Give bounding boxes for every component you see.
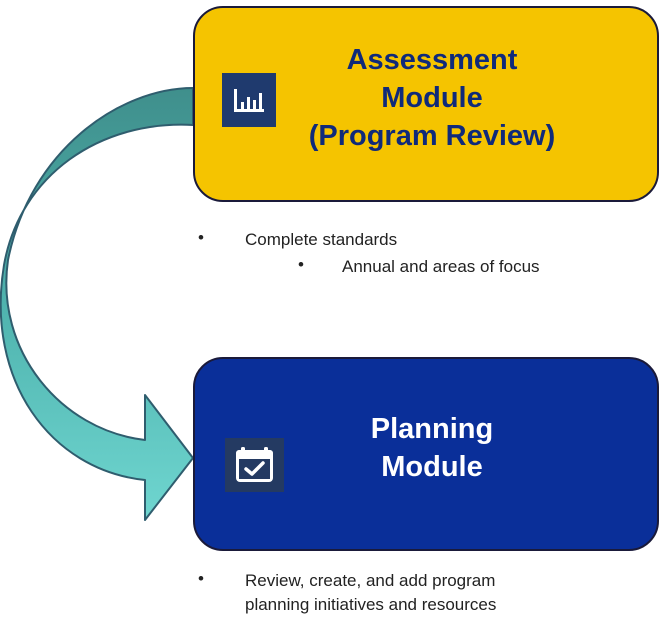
note-complete-standards: Complete standards bbox=[245, 230, 398, 249]
bullet-dot: • bbox=[198, 569, 204, 588]
assessment-title-line3: (Program Review) bbox=[308, 120, 556, 152]
bullet-dot: • bbox=[198, 228, 204, 247]
note-review-line1: Review, create, and add program bbox=[245, 571, 496, 590]
planning-title-line2: Module bbox=[381, 451, 483, 483]
assessment-module-title: Assessment Module (Program Review) bbox=[268, 41, 596, 155]
note-review-line2: planning initiatives and resources bbox=[245, 595, 497, 614]
bullet-dot: • bbox=[298, 255, 304, 274]
planning-title-line1: Planning bbox=[370, 413, 494, 445]
calendar-check-icon bbox=[225, 438, 284, 492]
planning-module-title: Planning Module bbox=[320, 410, 544, 486]
assessment-title-line2: Module bbox=[381, 82, 483, 114]
note-annual-focus: Annual and areas of focus bbox=[342, 257, 540, 276]
bar-chart-icon bbox=[222, 73, 276, 127]
assessment-title-line1: Assessment bbox=[346, 44, 518, 76]
